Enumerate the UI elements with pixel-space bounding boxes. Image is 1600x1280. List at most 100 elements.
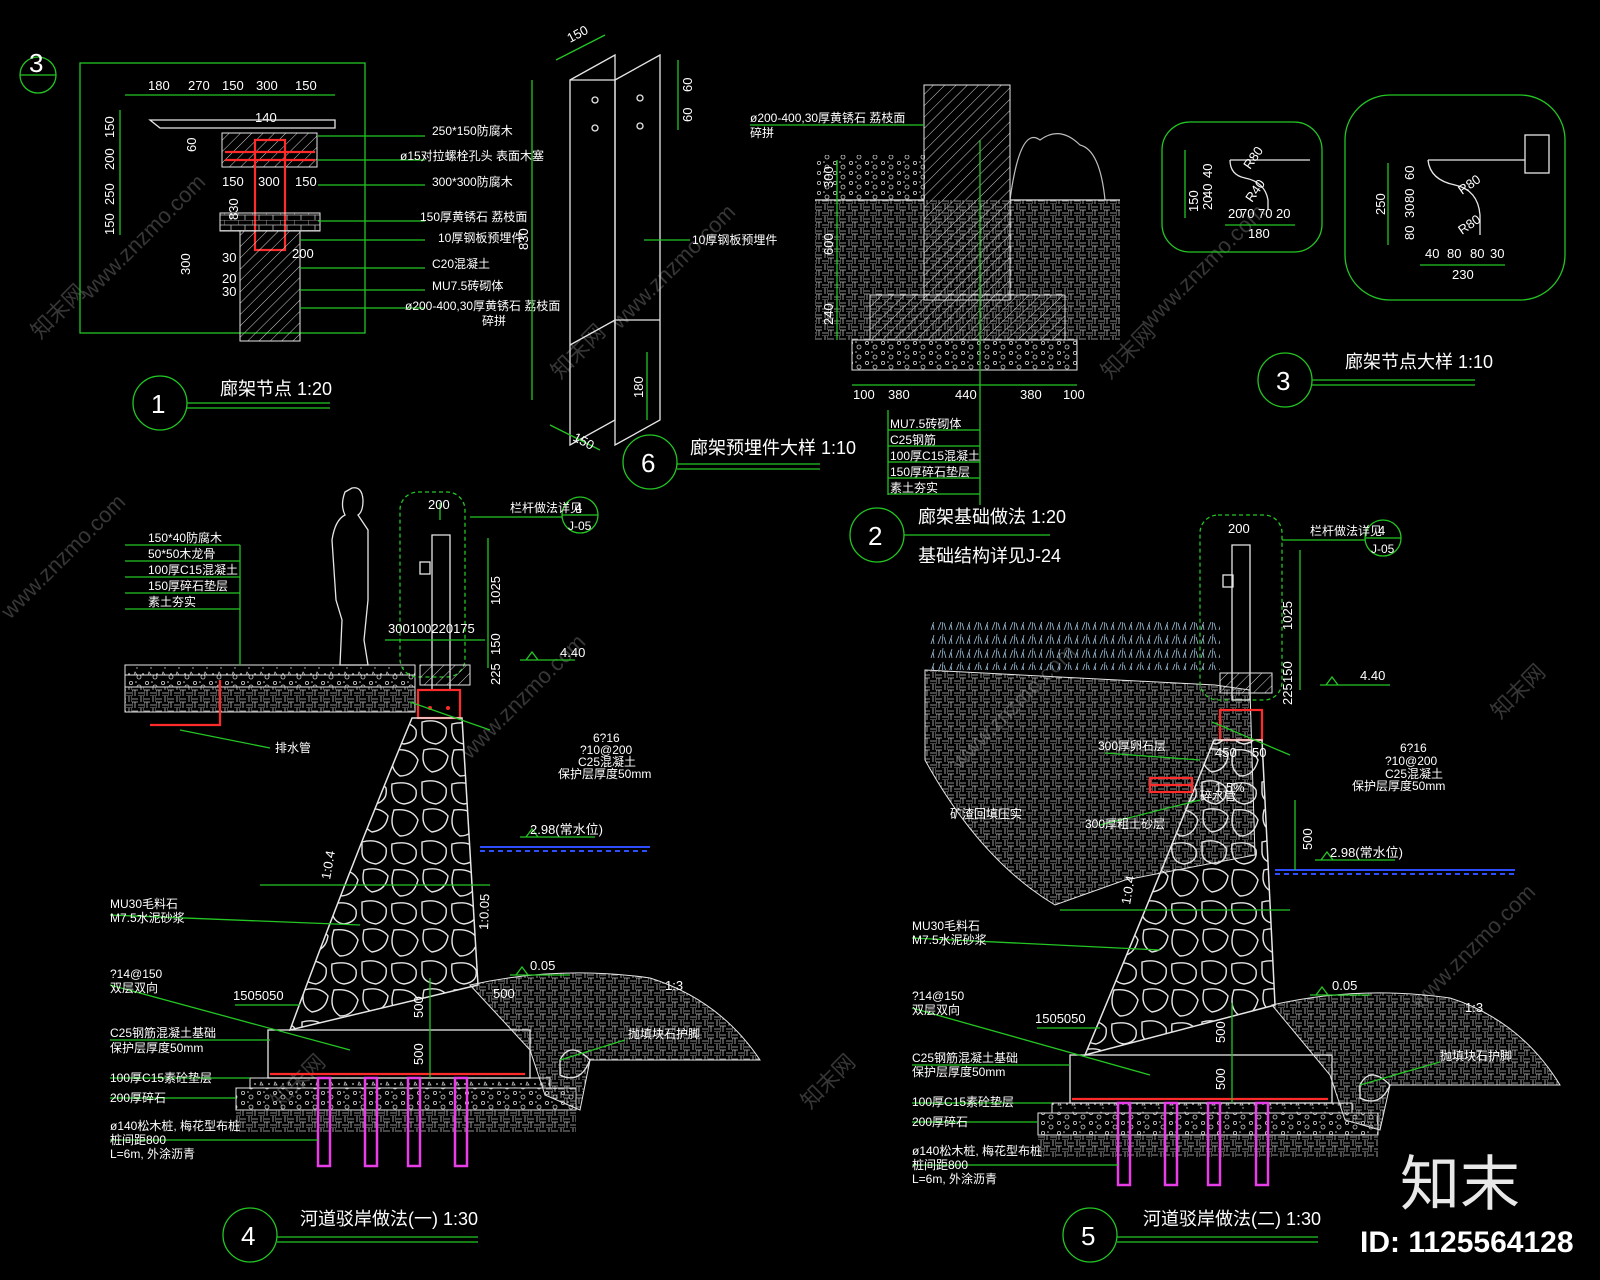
- svg-text:100厚C15混凝土: 100厚C15混凝土: [148, 562, 238, 577]
- svg-text:抛填块石护脚: 抛填块石护脚: [1440, 1048, 1512, 1063]
- svg-text:150: 150: [1280, 661, 1295, 683]
- watermark-url: www.znzmo.com: [1405, 879, 1540, 1014]
- svg-text:300厚卵石层: 300厚卵石层: [1098, 739, 1166, 753]
- svg-text:100厚C15素砼垫层: 100厚C15素砼垫层: [912, 1094, 1014, 1109]
- svg-text:200: 200: [292, 246, 314, 261]
- svg-text:80: 80: [1470, 246, 1484, 261]
- svg-text:4: 4: [1378, 523, 1385, 538]
- svg-text:C25钢筋: C25钢筋: [890, 432, 936, 447]
- watermark-url: www.znzmo.com: [75, 169, 210, 304]
- svg-text:40: 40: [1425, 246, 1439, 261]
- svg-text:桩间距800: 桩间距800: [912, 1157, 968, 1172]
- svg-text:60: 60: [680, 78, 695, 92]
- watermark-cn: 知末网: [796, 1049, 860, 1113]
- svg-text:50: 50: [1252, 745, 1266, 760]
- svg-text:380: 380: [888, 387, 910, 402]
- svg-text:L=6m, 外涂沥青: L=6m, 外涂沥青: [912, 1171, 997, 1186]
- svg-text:?14@150: ?14@150: [912, 989, 965, 1003]
- svg-text:150: 150: [295, 78, 317, 93]
- svg-text:150: 150: [222, 78, 244, 93]
- svg-text:300100220175: 300100220175: [388, 621, 475, 636]
- svg-text:200: 200: [102, 148, 117, 170]
- detail-2-title: 廊架基础做法 1:20: [918, 507, 1066, 527]
- svg-text:C25混凝土: C25混凝土: [578, 754, 636, 769]
- svg-text:1:0.05: 1:0.05: [476, 893, 492, 930]
- svg-text:380: 380: [1020, 387, 1042, 402]
- svg-text:200: 200: [428, 497, 450, 512]
- svg-text:?10@200: ?10@200: [580, 743, 633, 757]
- svg-text:60: 60: [184, 138, 199, 152]
- svg-text:6: 6: [641, 448, 655, 478]
- svg-text:70: 70: [1258, 206, 1272, 221]
- svg-text:1505050: 1505050: [233, 988, 284, 1003]
- svg-text:300厚粗土砂层: 300厚粗土砂层: [1085, 817, 1165, 831]
- svg-text:100: 100: [853, 387, 875, 402]
- svg-text:150: 150: [488, 633, 503, 655]
- svg-text:4: 4: [575, 500, 582, 515]
- svg-text:500: 500: [1213, 1068, 1228, 1090]
- svg-text:500: 500: [1300, 828, 1315, 850]
- svg-text:L=6m, 外涂沥青: L=6m, 外涂沥青: [110, 1146, 195, 1161]
- svg-text:1.5%: 1.5%: [1215, 780, 1245, 795]
- svg-text:100: 100: [1063, 387, 1085, 402]
- svg-text:30: 30: [222, 284, 236, 299]
- svg-text:150*40防腐木: 150*40防腐木: [148, 530, 222, 545]
- svg-text:碎拼: 碎拼: [750, 125, 774, 140]
- svg-text:80: 80: [1447, 246, 1461, 261]
- svg-text:300: 300: [258, 174, 280, 189]
- svg-text:素土夯实: 素土夯实: [890, 480, 938, 495]
- svg-text:20: 20: [1200, 196, 1215, 210]
- svg-text:J-05: J-05: [1371, 542, 1395, 556]
- svg-text:保护层厚度50mm: 保护层厚度50mm: [912, 1064, 1005, 1079]
- svg-text:?10@200: ?10@200: [1385, 754, 1438, 768]
- svg-text:保护层厚度50mm: 保护层厚度50mm: [110, 1040, 203, 1055]
- svg-text:1:0.4: 1:0.4: [318, 849, 338, 880]
- svg-text:R40: R40: [1242, 177, 1268, 205]
- svg-text:C25钢筋混凝土基础: C25钢筋混凝土基础: [110, 1025, 216, 1040]
- svg-text:225: 225: [1280, 683, 1295, 705]
- svg-text:M7.5水泥砂浆: M7.5水泥砂浆: [912, 932, 987, 947]
- svg-text:30: 30: [222, 250, 236, 265]
- svg-text:ø140松木桩, 梅花型布桩: ø140松木桩, 梅花型布桩: [110, 1118, 240, 1133]
- svg-text:100厚C15素砼垫层: 100厚C15素砼垫层: [110, 1070, 212, 1085]
- watermark-cn: 知末网: [546, 319, 610, 383]
- svg-text:3: 3: [29, 48, 43, 78]
- svg-text:排水管: 排水管: [275, 740, 311, 755]
- svg-text:1:0.4: 1:0.4: [1118, 874, 1138, 905]
- svg-text:20: 20: [1228, 206, 1242, 221]
- svg-text:150: 150: [102, 213, 117, 235]
- svg-text:250: 250: [102, 183, 117, 205]
- svg-text:0.05: 0.05: [530, 958, 555, 973]
- svg-text:30: 30: [1490, 246, 1504, 261]
- svg-text:C20混凝土: C20混凝土: [432, 256, 490, 271]
- svg-text:3: 3: [1276, 366, 1290, 396]
- svg-text:200: 200: [1228, 521, 1250, 536]
- watermark-cn: 知末网: [1486, 659, 1550, 723]
- svg-text:150: 150: [295, 174, 317, 189]
- svg-text:1: 1: [151, 389, 165, 419]
- svg-text:MU7.5砖砌体: MU7.5砖砌体: [432, 278, 503, 293]
- detail-6-embedded-plate: 150 60 60 830 180 150 10厚钢板预埋件 6 廊架预埋件大样…: [516, 22, 856, 490]
- svg-text:4.40: 4.40: [560, 645, 585, 660]
- svg-text:抛填块石护脚: 抛填块石护脚: [628, 1026, 700, 1041]
- svg-text:200厚碎石: 200厚碎石: [912, 1114, 968, 1129]
- svg-text:1025: 1025: [488, 576, 503, 605]
- svg-text:150: 150: [564, 22, 590, 45]
- svg-text:60: 60: [1402, 166, 1417, 180]
- svg-text:C25钢筋混凝土基础: C25钢筋混凝土基础: [912, 1050, 1018, 1065]
- svg-text:?14@150: ?14@150: [110, 967, 163, 981]
- svg-text:70: 70: [1240, 206, 1254, 221]
- svg-text:ø15对拉螺栓孔头 表面木塞: ø15对拉螺栓孔头 表面木塞: [400, 148, 544, 163]
- svg-text:225: 225: [488, 663, 503, 685]
- svg-text:MU30毛料石: MU30毛料石: [912, 919, 980, 933]
- detail-2-subtitle: 基础结构详见J-24: [918, 546, 1061, 566]
- svg-text:80: 80: [1402, 226, 1417, 240]
- svg-text:6?16: 6?16: [593, 731, 620, 745]
- svg-text:100厚C15混凝土: 100厚C15混凝土: [890, 448, 980, 463]
- svg-text:440: 440: [955, 387, 977, 402]
- svg-text:230: 230: [1452, 267, 1474, 282]
- svg-text:200厚碎石: 200厚碎石: [110, 1090, 166, 1105]
- svg-text:240: 240: [821, 303, 836, 325]
- svg-text:30: 30: [1402, 204, 1417, 218]
- svg-text:500: 500: [411, 996, 426, 1018]
